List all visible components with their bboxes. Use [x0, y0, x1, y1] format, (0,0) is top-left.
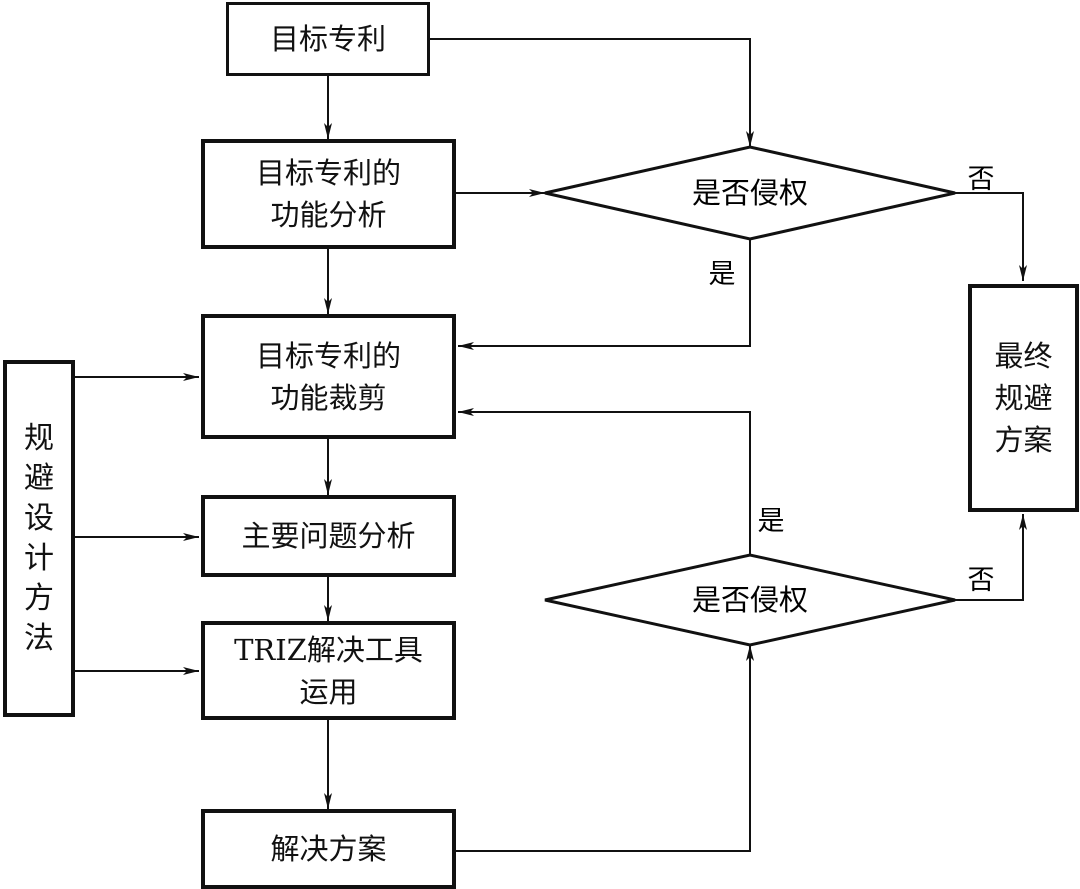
node-problem-analysis-label: 主要问题分析 — [241, 519, 416, 553]
node-triz-tools-label: TRIZ解决工具 运用 — [234, 632, 423, 709]
node-final-scheme: 最终 规避 方案 — [968, 284, 1079, 512]
node-problem-analysis: 主要问题分析 — [201, 495, 456, 577]
decision-top-label: 是否侵权 — [692, 176, 808, 210]
node-target-patent: 目标专利 — [226, 2, 430, 76]
node-function-analysis-label: 目标专利的 功能分析 — [255, 156, 401, 232]
node-function-trimming: 目标专利的 功能裁剪 — [201, 314, 456, 439]
edge-label-bottom-yes: 是 — [758, 506, 785, 537]
node-final-scheme-label: 最终 规避 方案 — [994, 339, 1053, 457]
decision-top-shape — [544, 145, 956, 241]
edge-label-top-no: 否 — [968, 164, 995, 195]
node-function-analysis: 目标专利的 功能分析 — [201, 139, 456, 249]
node-solution: 解决方案 — [201, 809, 456, 889]
edge-decision-bottom-no — [955, 514, 1027, 601]
node-target-patent-label: 目标专利 — [269, 22, 386, 56]
edge-solution-to-decision-bottom — [456, 645, 754, 852]
node-solution-label: 解决方案 — [270, 832, 387, 866]
node-design-method-label: 规 避 设 计 方 法 — [24, 420, 54, 656]
decision-bottom-shape — [544, 553, 956, 647]
edge-label-top-yes: 是 — [709, 259, 736, 290]
decision-bottom-label: 是否侵权 — [692, 583, 808, 617]
edge-decision-bottom-yes — [458, 408, 751, 555]
node-design-method: 规 避 设 计 方 法 — [3, 360, 75, 717]
edge-decision-top-yes — [458, 239, 751, 350]
edge-target-to-decision-top — [430, 38, 754, 147]
edge-label-bottom-no: 否 — [968, 565, 995, 596]
edge-decision-top-no — [955, 192, 1027, 281]
node-function-trimming-label: 目标专利的 功能裁剪 — [255, 338, 401, 415]
node-triz-tools: TRIZ解决工具 运用 — [201, 621, 456, 720]
